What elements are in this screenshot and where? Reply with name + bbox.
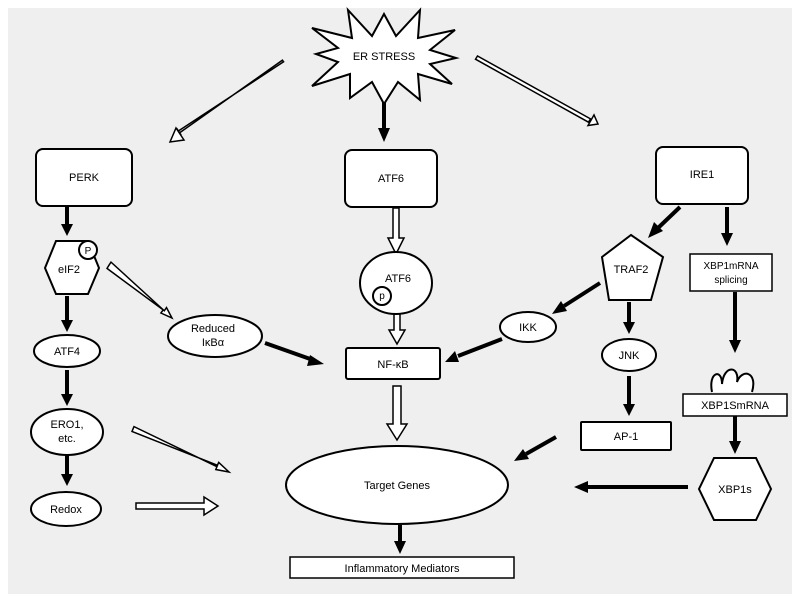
arrow-ero1-to-target bbox=[131, 425, 232, 474]
arrow-redox-to-target bbox=[135, 495, 220, 517]
arrow-head bbox=[307, 355, 324, 366]
arrow-atf6-cleaved-to-nfkb bbox=[387, 313, 407, 346]
arrow-head bbox=[378, 128, 390, 142]
arrow-erstress-to-perk-head bbox=[168, 126, 186, 143]
ero1-label-line1: ERO1, bbox=[50, 419, 83, 431]
eif2-phospho-circle bbox=[78, 240, 98, 260]
arrow-atf6-to-atf6-cleaved bbox=[386, 207, 406, 256]
arrow-head bbox=[574, 481, 588, 493]
xbp1-splicing-label-line2: splicing bbox=[714, 275, 747, 286]
arrow-head bbox=[61, 224, 73, 236]
eif2-phospho-label: P bbox=[85, 246, 92, 257]
redox-label: Redox bbox=[50, 504, 82, 516]
reduced-label-line1: Reduced bbox=[191, 323, 235, 335]
arrow-head bbox=[552, 301, 567, 314]
reduced-ikba-ellipse bbox=[167, 314, 263, 358]
eif2-label: eIF2 bbox=[58, 264, 80, 276]
arrow-ap1-to-target bbox=[525, 435, 557, 456]
er-stress-starburst bbox=[311, 6, 460, 106]
nfkb-label: NF-κB bbox=[377, 359, 408, 371]
arrow-ikk-to-nfkb bbox=[457, 337, 503, 358]
arrow-nfkb-to-target bbox=[385, 385, 409, 442]
arrow-head bbox=[445, 351, 459, 362]
arrow-head bbox=[514, 449, 529, 461]
perk-box bbox=[35, 148, 133, 207]
arrow-head bbox=[61, 394, 73, 406]
traf2-pentagon bbox=[600, 233, 665, 301]
arrow-ire1-to-traf2 bbox=[656, 205, 682, 230]
arrow-head bbox=[61, 320, 73, 332]
atf6-phospho-circle bbox=[372, 286, 392, 306]
arrow-head bbox=[623, 404, 635, 416]
atf6-cleaved-label: ATF6 bbox=[385, 273, 411, 285]
mrna-squiggle-icon bbox=[710, 368, 755, 393]
ire1-label: IRE1 bbox=[690, 169, 714, 181]
atf4-ellipse bbox=[33, 334, 101, 368]
atf6-box bbox=[344, 149, 438, 208]
redox-ellipse bbox=[30, 491, 102, 527]
nfkb-box bbox=[345, 347, 441, 380]
jnk-ellipse bbox=[601, 338, 657, 372]
er-stress-label: ER STRESS bbox=[353, 51, 415, 63]
xbp1-splicing-box bbox=[689, 253, 773, 292]
atf6-phospho-label: p bbox=[379, 291, 385, 302]
arrow-head bbox=[394, 541, 406, 554]
ap1-label: AP-1 bbox=[614, 431, 638, 443]
arrow-traf2-to-ikk bbox=[562, 281, 602, 308]
arrow-head bbox=[729, 441, 741, 454]
ero1-label-line2: etc. bbox=[58, 433, 76, 445]
arrow-eif2-to-reduced bbox=[105, 260, 174, 320]
arrow-head bbox=[721, 233, 733, 246]
xbp1-splicing-label-line1: XBP1mRNA bbox=[703, 261, 758, 272]
arrow-ire1-shaft bbox=[474, 54, 592, 124]
perk-label: PERK bbox=[69, 172, 100, 184]
arrow-head bbox=[648, 222, 663, 238]
ikk-label: IKK bbox=[519, 322, 537, 334]
traf2-label: TRAF2 bbox=[614, 264, 649, 276]
arrow-head bbox=[729, 340, 741, 353]
arrow-erstress-to-ire1 bbox=[476, 56, 600, 127]
arrow-head bbox=[61, 474, 73, 486]
inflammatory-mediators-box bbox=[289, 556, 515, 579]
ire1-box bbox=[655, 146, 749, 205]
jnk-label: JNK bbox=[619, 350, 640, 362]
inflammatory-mediators-label: Inflammatory Mediators bbox=[345, 563, 460, 575]
xbp1smrna-label: XBP1SmRNA bbox=[701, 400, 770, 412]
atf6-label: ATF6 bbox=[378, 173, 404, 185]
xbp1s-label: XBP1s bbox=[718, 484, 752, 496]
ero1-ellipse bbox=[30, 408, 104, 456]
atf4-label: ATF4 bbox=[54, 346, 80, 358]
target-genes-label: Target Genes bbox=[364, 480, 431, 492]
ikk-ellipse bbox=[499, 311, 557, 343]
ap1-box bbox=[580, 421, 672, 451]
arrow-reduced-to-nfkb bbox=[264, 341, 314, 362]
arrow-head bbox=[623, 322, 635, 334]
xbp1smrna-box bbox=[682, 393, 788, 417]
xbp1s-hexagon bbox=[697, 457, 773, 521]
reduced-label-line2: IκBα bbox=[202, 337, 225, 349]
target-genes-ellipse bbox=[285, 445, 509, 525]
